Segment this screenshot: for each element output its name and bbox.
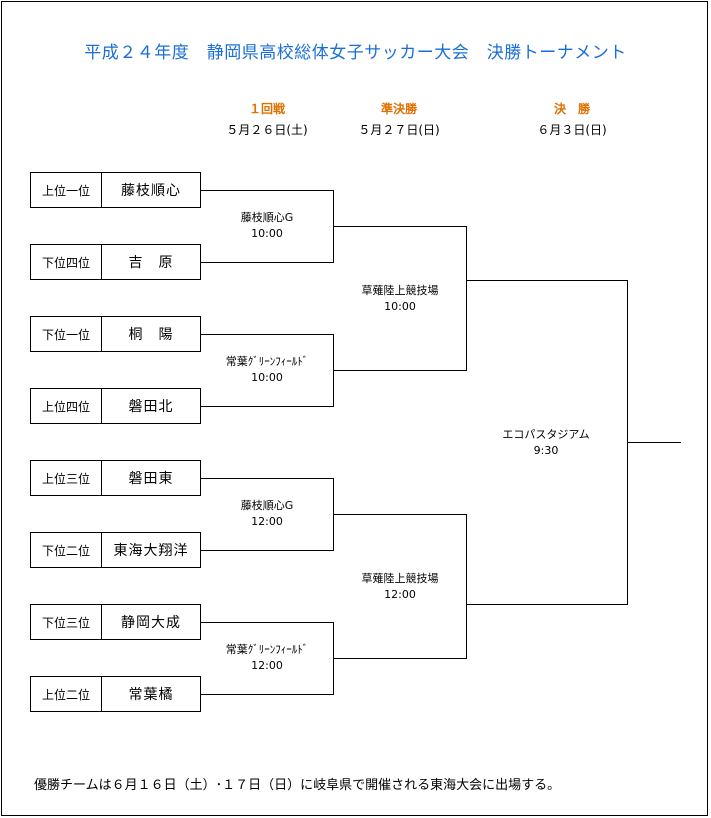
first-round-venue: 藤枝順心G 10:00 — [201, 210, 333, 242]
venue-name: 常葉ｸﾞﾘｰﾝﾌｨｰﾙﾄﾞ — [225, 355, 309, 368]
team-row: 下位三位 静岡大成 — [30, 604, 201, 640]
round-3-name: 決 勝 — [553, 102, 590, 116]
page-title: 平成２４年度 静岡県高校総体女子サッカー大会 決勝トーナメント — [84, 43, 627, 63]
team-name: 藤枝順心 — [121, 183, 181, 199]
venue-time: 12:00 — [384, 588, 416, 601]
round-1-name: １回戦 — [248, 102, 285, 116]
team-name: 常葉橘 — [128, 687, 174, 703]
team-name: 静岡大成 — [121, 615, 181, 631]
final-venue: エコパスタジアム 9:30 — [481, 427, 611, 459]
team-row: 上位四位 磐田北 — [30, 388, 201, 424]
venue-time: 12:00 — [251, 659, 283, 672]
team-seed: 上位一位 — [31, 173, 102, 207]
round-2-date: ５月２７日(日) — [358, 123, 440, 137]
team-name: 東海大翔洋 — [113, 543, 189, 559]
semifinal-venue: 草薙陸上競技場 10:00 — [334, 283, 466, 315]
team-name: 磐田東 — [128, 471, 174, 487]
team-name: 磐田北 — [128, 399, 174, 415]
team-seed: 下位二位 — [31, 533, 102, 567]
team-name: 桐 陽 — [128, 327, 174, 343]
venue-time: 12:00 — [251, 515, 283, 528]
footer-note: 優勝チームは６月１６日（土）･１７日（日）に岐阜県で開催される東海大会に出場する… — [34, 778, 561, 793]
round-3-date: ６月３日(日) — [537, 123, 607, 137]
team-seed: 上位四位 — [31, 389, 102, 423]
team-row: 上位一位 藤枝順心 — [30, 172, 201, 208]
team-row: 上位三位 磐田東 — [30, 460, 201, 496]
venue-name: 藤枝順心G — [240, 211, 294, 224]
team-seed: 下位一位 — [31, 317, 102, 351]
team-row: 上位二位 常葉橘 — [30, 676, 201, 712]
venue-time: 10:00 — [384, 300, 416, 313]
round-1-date: ５月２６日(土) — [226, 123, 308, 137]
team-seed: 下位三位 — [31, 605, 102, 639]
venue-name: 藤枝順心G — [240, 499, 294, 512]
first-round-venue: 常葉ｸﾞﾘｰﾝﾌｨｰﾙﾄﾞ 10:00 — [201, 354, 333, 386]
round-2-name: 準決勝 — [380, 102, 417, 116]
team-seed: 上位三位 — [31, 461, 102, 495]
venue-time: 10:00 — [251, 227, 283, 240]
venue-time: 9:30 — [533, 444, 559, 457]
first-round-venue: 藤枝順心G 12:00 — [201, 498, 333, 530]
team-seed: 上位二位 — [31, 677, 102, 711]
venue-name: 常葉ｸﾞﾘｰﾝﾌｨｰﾙﾄﾞ — [225, 643, 309, 656]
team-row: 下位一位 桐 陽 — [30, 316, 201, 352]
venue-name: エコパスタジアム — [502, 428, 590, 441]
venue-name: 草薙陸上競技場 — [361, 284, 439, 297]
team-row: 下位四位 吉 原 — [30, 244, 201, 280]
first-round-venue: 常葉ｸﾞﾘｰﾝﾌｨｰﾙﾄﾞ 12:00 — [201, 642, 333, 674]
venue-name: 草薙陸上競技場 — [361, 572, 439, 585]
team-name: 吉 原 — [128, 255, 174, 271]
team-row: 下位二位 東海大翔洋 — [30, 532, 201, 568]
semifinal-venue: 草薙陸上競技場 12:00 — [334, 571, 466, 603]
venue-time: 10:00 — [251, 371, 283, 384]
team-seed: 下位四位 — [31, 245, 102, 279]
